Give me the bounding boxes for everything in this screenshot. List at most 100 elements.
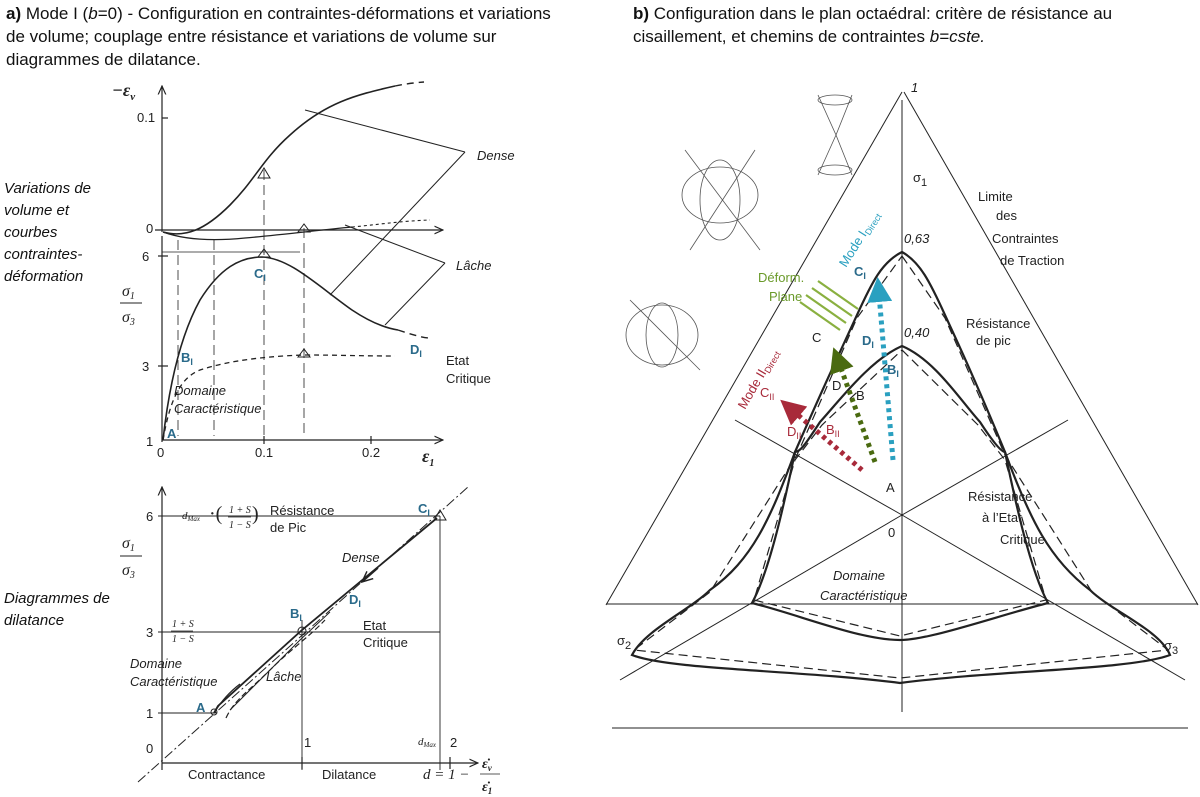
panel-b-title: Configuration dans le plan octaédral: cr…	[633, 4, 1113, 46]
sigma2-axis	[619, 514, 903, 681]
panel-b-header: b) Configuration dans le plan octaédral:…	[633, 2, 1193, 48]
deform-1: Déform.	[758, 270, 804, 285]
sphere-sketch-2	[625, 299, 701, 371]
d-frac-den: ε̇1	[482, 780, 492, 796]
triangle-right-side	[903, 91, 1199, 606]
plane-strain-hatch	[799, 280, 859, 331]
sigma2-label: σ2	[617, 633, 631, 652]
domaine-2: Caractéristique	[174, 401, 261, 416]
dil-dmax: dMax	[418, 736, 437, 749]
dil-q-tick-1: 1	[146, 706, 153, 721]
dil-q-tick-3: 3	[146, 625, 153, 640]
critical-state-dashed	[753, 349, 1047, 637]
strain-x-label: ε1	[422, 446, 434, 469]
critical-ratio-den: 1 − S	[172, 634, 194, 645]
b-point-CI: CI	[854, 264, 866, 281]
d-formula: d = 1 −	[423, 767, 470, 783]
b-point-0: 0	[888, 525, 895, 540]
res-etat-2: à l’Etat	[982, 510, 1022, 525]
dil-etat-2: Critique	[363, 635, 408, 650]
b-point-A: A	[886, 480, 895, 495]
etat-critique-2: Critique	[446, 371, 491, 386]
octahedral-plane-diagram	[605, 91, 1199, 729]
mode-ii-path	[780, 399, 864, 472]
mode-i-label: Mode IDirect	[836, 208, 884, 271]
b-point-BII: BII	[826, 422, 840, 439]
peak-resistance-dashed	[632, 254, 1170, 679]
label-dense: Dense	[477, 148, 515, 163]
point-DI: DI	[410, 342, 422, 359]
strain-tick-0: 0	[157, 445, 164, 460]
peak-resistance-solid	[630, 250, 1172, 685]
deform-2: Plane	[769, 289, 802, 304]
b-point-DII: DII	[787, 424, 801, 441]
b-point-C: C	[812, 330, 821, 345]
b-point-B: B	[856, 388, 865, 403]
dil-x-tick-2: 2	[450, 735, 457, 750]
value-063: 0,63	[904, 231, 930, 246]
limite-3: Contraintes	[992, 231, 1059, 246]
side-label-volume-curves: Variations de volume et courbes contrain…	[4, 180, 91, 285]
q-tick-6: 6	[142, 249, 149, 264]
d-frac-num: ε̇v	[482, 757, 493, 773]
label-contractance: Contractance	[188, 767, 265, 782]
resistance-pic-1: Résistance	[270, 503, 334, 518]
dense-stress-curve	[162, 256, 399, 441]
resistance-pic-2: de Pic	[270, 520, 307, 535]
res-pic-1: Résistance	[966, 316, 1030, 331]
ratio-numerator: σ1	[122, 283, 135, 302]
domaine-1: Domaine	[174, 383, 226, 398]
b-point-D: D	[832, 378, 841, 393]
dmax-formula-den: 1 − S	[229, 520, 251, 531]
panel-a-title-2: =0) - Configuration en contraintes-défor…	[6, 4, 551, 69]
b-point-CII: CII	[760, 385, 774, 402]
panel-a-header: a) Mode I (b=0) - Configuration en contr…	[6, 2, 566, 71]
dil-q-tick-0: 0	[146, 741, 153, 756]
dil-etat-1: Etat	[363, 618, 387, 633]
limite-4: de Traction	[1000, 253, 1064, 268]
ratio-denominator-2: σ3	[122, 562, 135, 581]
res-etat-1: Résistance	[968, 489, 1032, 504]
label-dilatance: Dilatance	[322, 767, 376, 782]
sigma3-back-axis	[901, 419, 1069, 516]
point-A: A	[167, 426, 177, 441]
panel-a-top-diagram	[155, 81, 466, 444]
sigma3-axis	[901, 514, 1186, 681]
dil-point-CI: CI	[418, 501, 430, 518]
dil-point-A: A	[196, 700, 206, 715]
dil-label-lache: Lâche	[266, 669, 301, 684]
sphere-sketch-1	[681, 149, 761, 251]
panel-a-title-1: Mode I (	[21, 4, 89, 23]
side-label-dilatancy: Diagrammes de dilatance	[4, 590, 110, 629]
b-domaine-2: Caractéristique	[820, 588, 907, 603]
strain-tick-02: 0.2	[362, 445, 380, 460]
dmax-formula-num: 1 + S	[229, 505, 251, 516]
q-tick-1: 1	[146, 434, 153, 449]
panel-a-b: b	[88, 4, 98, 23]
sigma1-label: σ1	[913, 170, 927, 189]
triangle-left-side	[605, 91, 903, 606]
limite-2: des	[996, 208, 1017, 223]
panel-a-dilatancy-diagram	[137, 487, 478, 783]
q-tick-3: 3	[142, 359, 149, 374]
ratio-denominator: σ3	[122, 309, 135, 328]
ratio-numerator-2: σ1	[122, 535, 135, 554]
etat-critique-1: Etat	[446, 353, 470, 368]
panel-b-letter: b)	[633, 4, 650, 23]
dmax-formula-dot: ·(	[209, 503, 223, 525]
b-point-DI: DI	[862, 333, 874, 350]
plane-strain-path	[830, 347, 878, 463]
apex-label: 1	[911, 80, 918, 95]
point-BI: BI	[181, 350, 193, 367]
dil-domaine-1: Domaine	[130, 656, 182, 671]
dmax-formula-d: dMax	[182, 510, 201, 523]
res-etat-3: Critique	[1000, 532, 1045, 547]
dil-domaine-2: Caractéristique	[130, 674, 217, 689]
point-CI: CI	[254, 266, 266, 283]
sigma3-label: σ3	[1164, 638, 1178, 657]
panel-b-bcste: b=cste.	[929, 27, 985, 46]
dil-q-tick-6: 6	[146, 509, 153, 524]
dil-point-BI: BI	[290, 606, 302, 623]
label-lache: Lâche	[456, 258, 491, 273]
